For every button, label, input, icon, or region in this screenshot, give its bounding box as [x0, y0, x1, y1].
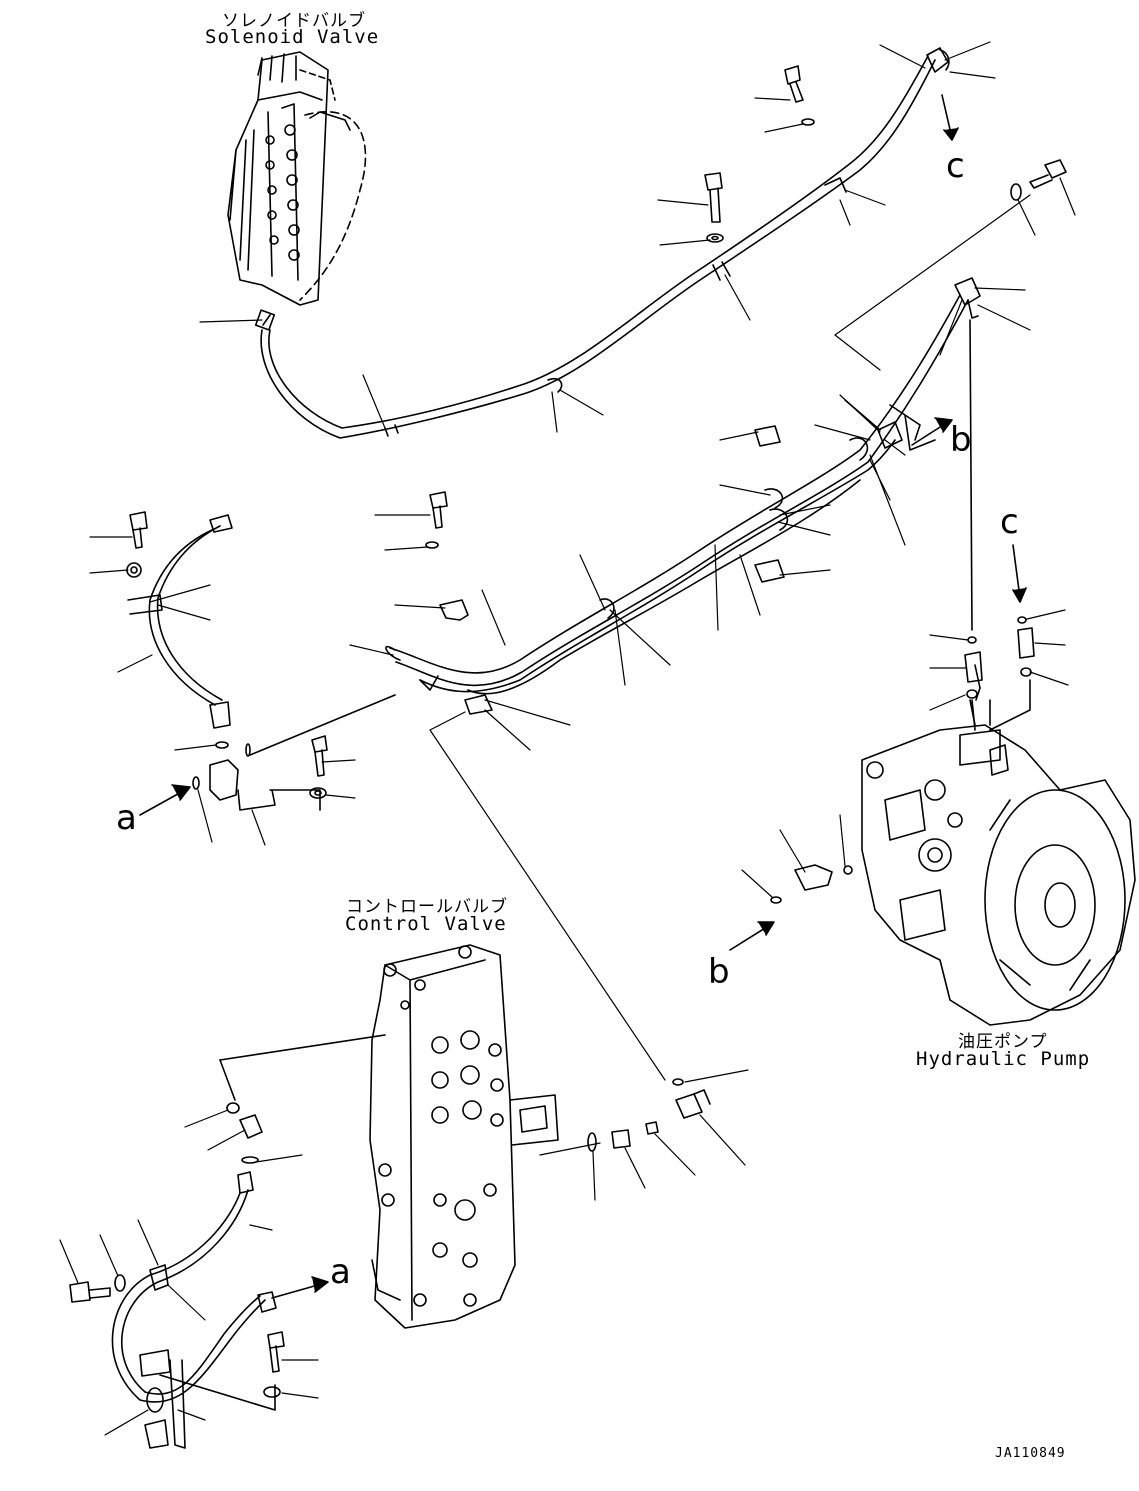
ref-letter-b-hose-end: b: [950, 420, 972, 460]
hydraulic-pump-illustration: [861, 664, 1136, 1026]
control-valve-label-en: Control Valve: [345, 913, 507, 935]
solenoid-valve-label-jp: ソレノイドバルブ: [222, 11, 366, 31]
ref-letter-c-hose-end: c: [946, 146, 965, 186]
reference-arrows: [139, 94, 1027, 1299]
fittings: [587, 319, 1035, 1152]
ref-letter-a-bracket: a: [116, 798, 137, 838]
hydraulic-pump-label-jp: 油圧ポンプ: [958, 1032, 1048, 1052]
ref-letter-a-cv-hose: a: [330, 1252, 351, 1292]
ref-letter-c-pump-port: c: [1000, 502, 1019, 542]
lower-hoses: [385, 277, 981, 715]
lower-left-hose: [69, 1034, 386, 1449]
solenoid-valve-illustration: [227, 51, 367, 306]
left-mid-hose: [126, 511, 233, 749]
control-valve-label-jp: コントロールバルブ: [346, 897, 508, 917]
drawing-number: JA110849: [995, 1446, 1066, 1461]
upper-hose: [254, 47, 950, 439]
control-valve-illustration: [369, 944, 559, 1329]
leader-lines: [59, 41, 1076, 1436]
ref-letter-b-pump-port: b: [708, 952, 730, 992]
hydraulic-pump-label-en: Hydraulic Pump: [916, 1048, 1091, 1070]
upper-fasteners: [704, 65, 1067, 243]
solenoid-valve-label-en: Solenoid Valve: [205, 26, 380, 48]
bracket-block: [192, 694, 396, 811]
